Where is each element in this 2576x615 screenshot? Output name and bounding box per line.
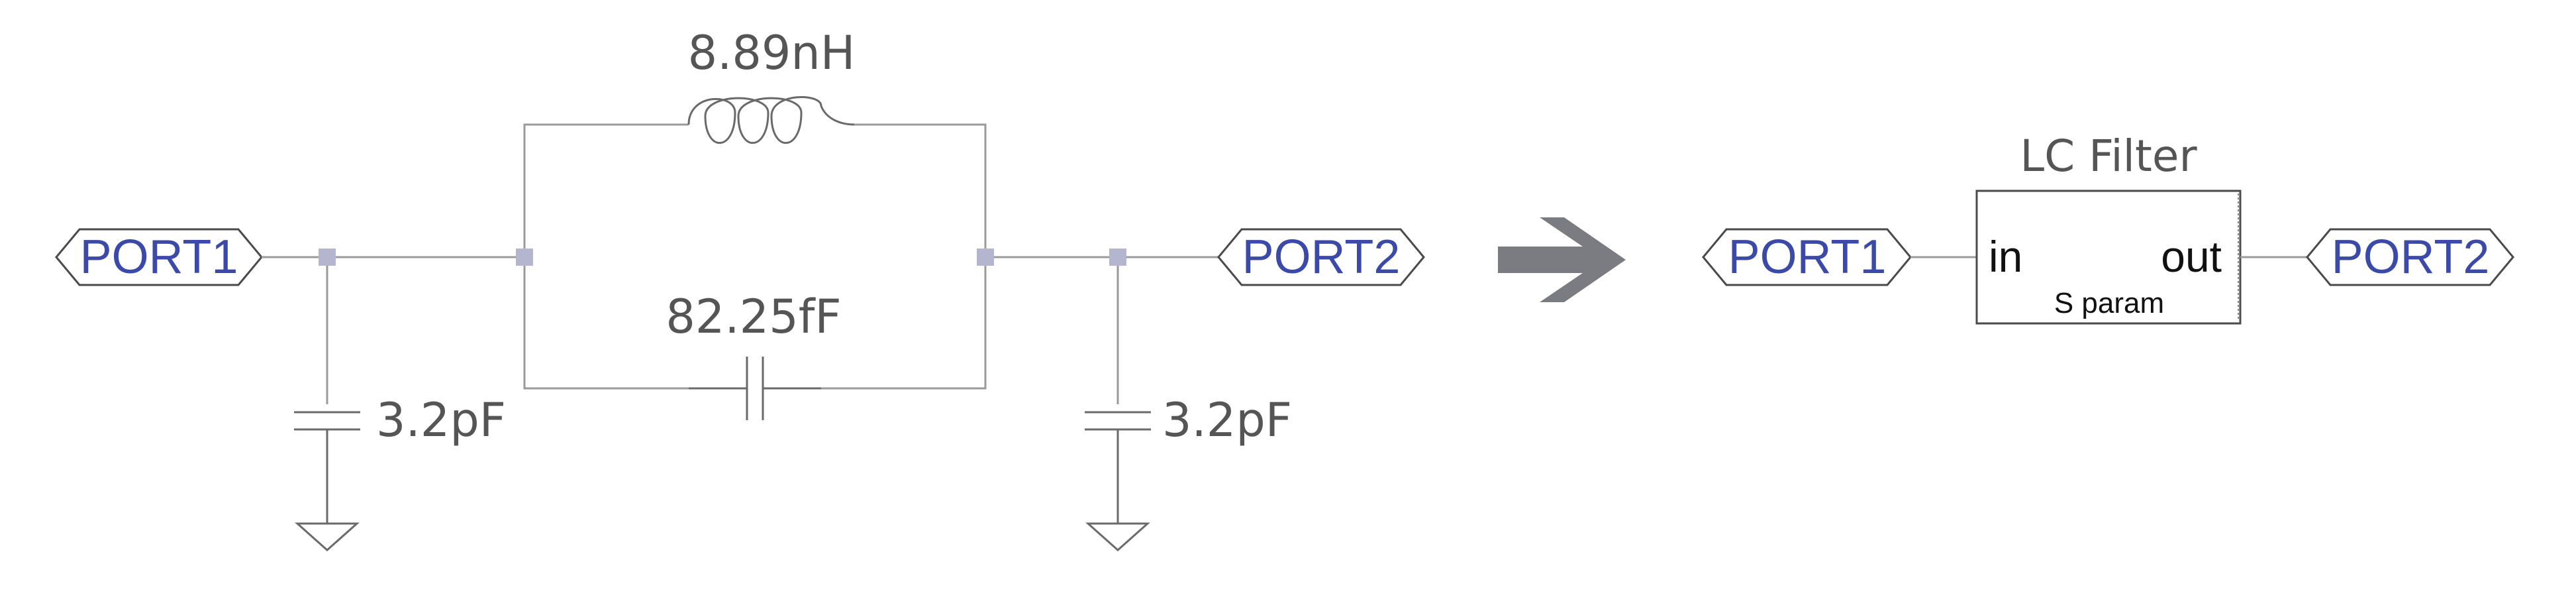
shunt-capacitor-left-symbol — [294, 411, 360, 524]
wire-tank-top-left — [523, 123, 689, 257]
block-pin-out: out — [2161, 232, 2222, 281]
junction-node — [319, 249, 336, 266]
series-capacitor-value: 82.25fF — [666, 290, 841, 344]
port1-terminal[interactable]: PORT1 — [55, 228, 263, 286]
series-capacitor-symbol — [689, 357, 821, 420]
wire-tank-bottom-right — [821, 257, 987, 390]
port2-terminal[interactable]: PORT2 — [1217, 228, 1425, 286]
wire-tank-top-right — [854, 123, 987, 257]
ground-icon — [1085, 522, 1150, 552]
block-title: LC Filter — [2020, 131, 2197, 182]
block-subtitle: S param — [2054, 287, 2164, 319]
port1-label: PORT1 — [80, 231, 238, 284]
port2-label: PORT2 — [1242, 231, 1401, 284]
inductor-symbol — [687, 96, 855, 144]
shunt-capacitor-right-value: 3.2pF — [1162, 393, 1292, 447]
shunt-capacitor-right-symbol — [1085, 411, 1151, 524]
block-port2-label: PORT2 — [2332, 231, 2490, 284]
shunt-capacitor-left-value: 3.2pF — [376, 393, 506, 447]
block-pin-in: in — [1989, 232, 2022, 281]
block-port2-terminal[interactable]: PORT2 — [2306, 228, 2514, 286]
block-port1-terminal[interactable]: PORT1 — [1702, 228, 1912, 286]
junction-node — [977, 249, 994, 266]
right-arrow-icon — [1498, 217, 1626, 302]
inductor-value: 8.89nH — [688, 26, 856, 80]
wire-tank-bottom-left — [523, 257, 689, 390]
schematic: PORT1 8.89nH 82.25fF 3.2pF — [55, 26, 1425, 552]
block-view: PORT1 in out S param LC Filter PORT2 — [1702, 131, 2514, 325]
block-port1-label: PORT1 — [1728, 231, 1887, 284]
lc-filter-block[interactable]: in out S param — [1975, 190, 2242, 325]
junction-node — [1109, 249, 1126, 266]
junction-node — [516, 249, 533, 266]
ground-icon — [295, 522, 360, 552]
